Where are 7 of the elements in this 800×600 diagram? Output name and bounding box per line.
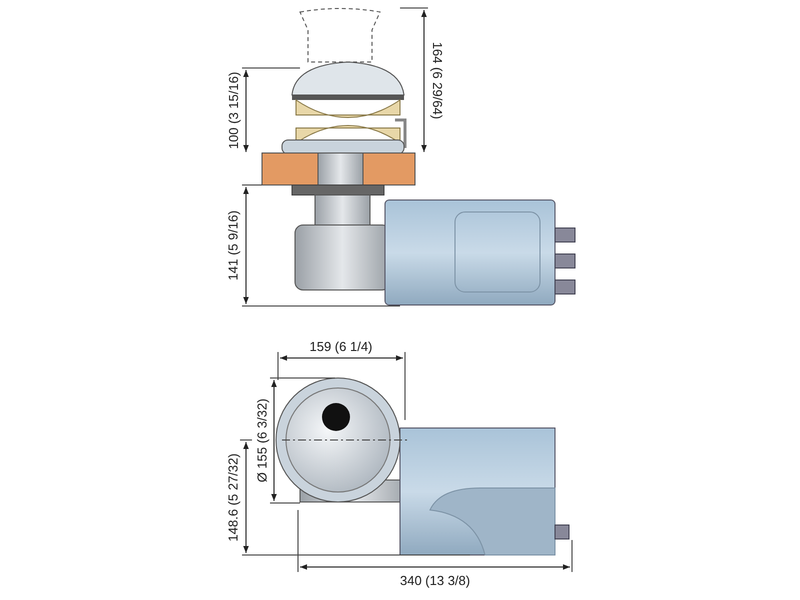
dimension-label: 148.6 (5 27/32)	[226, 452, 241, 542]
dimension-label: 164 (6 29/64)	[430, 41, 445, 119]
dimension-label: 141 (5 9/16)	[226, 210, 241, 280]
dimension-label: 100 (3 15/16)	[226, 71, 241, 149]
dimension-label: 340 (13 3/8)	[400, 572, 470, 588]
dimension-label: Ø 155 (6 3/32)	[254, 398, 270, 482]
dimension-label: 159 (6 1/4)	[310, 338, 372, 354]
